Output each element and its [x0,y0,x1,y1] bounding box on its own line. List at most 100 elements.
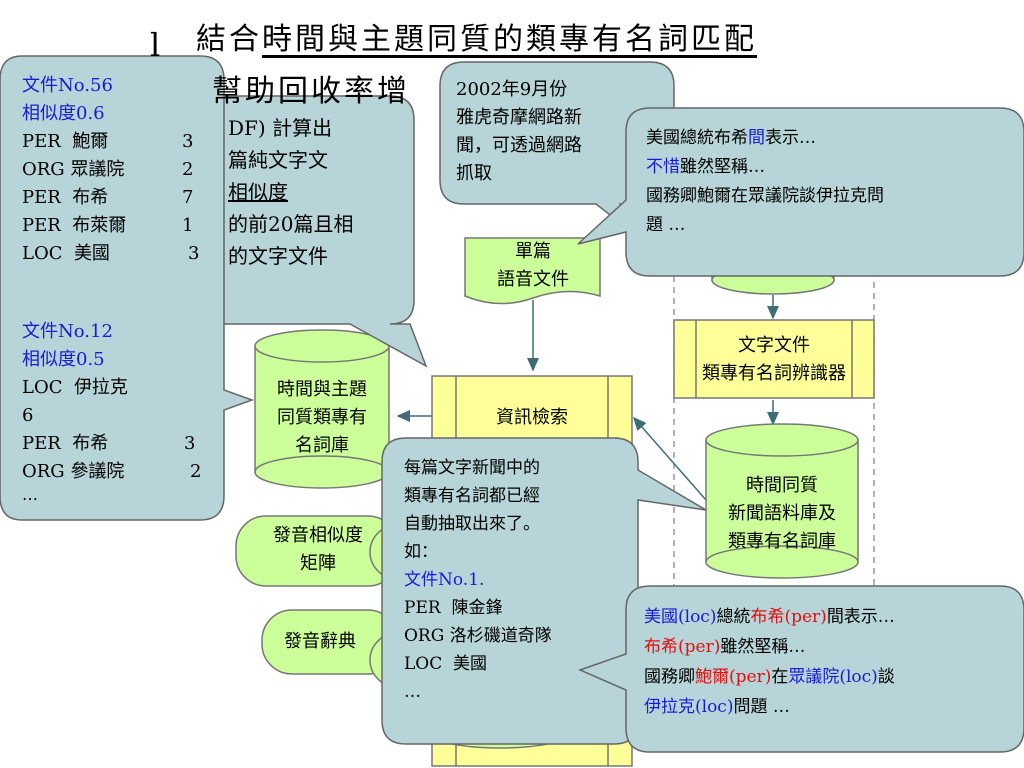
extract-e2-type: ORG [404,626,445,646]
extract-line-2: 類專有名詞都已經 [404,486,540,506]
entity-name: 布萊爾 [72,215,127,236]
doc56-entity-row: PER 布希 [22,184,108,212]
title-bullet: l [150,26,161,64]
tfidf-line-1: DF) 計算出 [228,116,333,140]
tag-l3-e: 眾議院 [788,667,840,687]
yahoo-callout-text: 2002年9月份 雅虎奇摩網路新 聞，可透過網路 抓取 [456,76,582,188]
tfidf-callout-text: DF) 計算出 篇純文字文 相似度 的前20篇且相 的文字文件 [228,112,353,272]
ner-line-2: 類專有名詞辨識器 [702,363,846,384]
extract-e3-name: 美國 [453,654,488,674]
extract-e1-name: 陳金鋒 [451,598,503,618]
doc56-entity-row: PER 鮑爾 [22,128,108,156]
speech-callout-text: 美國總統布希間表示… 不惜雖然堅稱… 國務卿鮑爾在眾議院談伊拉克問 題 … [646,124,884,240]
topic-db-line-3: 名詞庫 [295,435,349,456]
title-underlined: 時間與主題同質的類專有名詞匹配 [262,22,757,57]
doc12-similarity: 相似度0.5 [22,349,105,370]
tag-l1-b: (loc) [678,607,717,627]
doc56-entity-row: PER 布萊爾 [22,212,126,240]
tag-l3-c: (per) [729,667,772,687]
speech-doc-line-1: 單篇 [515,241,551,262]
tag-l2-b: (per) [678,637,721,657]
doc56-similarity: 相似度0.6 [22,103,105,124]
callout-tagged-shape [577,585,1024,753]
speech-l3: 國務卿鮑爾在眾議院談伊拉克問 [646,186,884,206]
tag-l1-d: 布希 [750,607,785,627]
extract-e1-type: PER [404,598,441,618]
speech-l2-b: 雖然堅稱… [680,157,765,177]
doc12-e1-type: LOC [22,377,63,398]
extract-ellipsis: … [404,682,421,702]
topic-db-line-1: 時間與主題 [277,379,367,400]
doc12-e1-name: 伊拉克 [73,377,128,398]
entity-name: 美國 [73,243,110,264]
doc12-e3-type: ORG [22,461,65,482]
left-callout-text: 文件No.56 相似度0.6 [22,72,113,128]
tagged-callout-text: 美國(loc)總統布希(per)間表示… 布希(per)雖然堅稱… 國務卿鮑爾(… [644,602,895,722]
entity-type: PER [22,187,61,208]
speech-l2-a: 不惜 [646,157,680,177]
tag-l3-f: (loc) [839,667,878,687]
tag-l4-a: 伊拉克 [644,697,695,717]
matrix-line-2: 矩陣 [300,553,336,574]
tag-l1-f: 間表示… [826,607,895,627]
tag-l3-b: 鮑爾 [695,667,729,687]
tag-l3-a: 國務卿 [644,667,695,687]
tag-l2-a: 布希 [644,637,678,657]
topic-db-label: 時間與主題 同質類專有 名詞庫 [255,376,389,460]
tag-l1-a: 美國 [644,607,678,627]
left-ellipsis: … [22,485,38,504]
title-plain: 結合 [196,22,262,57]
page-title: 結合時間與主題同質的類專有名詞匹配 [196,14,757,58]
news-corpus-shape [705,423,859,579]
speech-l4: 題 … [646,215,686,235]
arrow-corpus-to-ir [633,416,707,501]
doc56-entity-row: LOC 美國 [22,240,110,268]
tfidf-line-2: 篇純文字文 [228,148,328,172]
tfidf-line-4: 的前20篇且相 [228,212,354,236]
doc12-header: 文件No.12 相似度0.5 [22,318,113,374]
doc12-entity-org: ORG 參議院 [22,458,124,486]
doc12-entity-loc: LOC 伊拉克 6 [22,374,128,430]
doc12-e3-name: 參議院 [70,461,125,482]
tfidf-line-3: 相似度 [228,180,288,204]
entity-type: PER [22,131,61,152]
ner-process-shape [673,319,875,399]
entity-name: 鮑爾 [72,131,109,152]
phonetic-dict-label: 發音辭典 [284,631,356,652]
entity-type: LOC [22,243,63,264]
doc12-e2-count: 3 [184,433,196,454]
extract-line-4: 如： [404,542,438,562]
doc56-entity-row: ORG 眾議院 [22,156,124,184]
callout-speech-shape [577,107,1024,277]
speech-doc-line-2: 語音文件 [497,269,569,290]
entity-count: 7 [182,187,194,208]
speech-doc-shape [464,237,601,305]
doc12-e1-count: 6 [22,405,34,426]
topic-db-line-2: 同質類專有 [277,407,367,428]
doc12-entity-per: PER 布希 [22,430,108,458]
text-ner-label: 文字文件 類專有名詞辨識器 [674,332,874,388]
extract-e3-type: LOC [404,654,443,674]
tag-l1-e: (per) [784,607,827,627]
yahoo-line-4: 抓取 [456,163,492,184]
tag-l3-d: 在 [771,667,789,687]
corpus-line-2: 新聞語料庫及 [728,503,836,524]
extract-line-1: 每篇文字新聞中的 [404,458,540,478]
yahoo-line-2: 雅虎奇摩網路新 [456,107,582,128]
entity-count: 3 [182,131,194,152]
extract-doc-id: 文件No.1. [404,570,485,590]
info-retrieval-label: 資訊檢索 [496,407,568,428]
speech-l1-a: 美國總統布希 [646,128,748,148]
callout-tfidf-shape [195,95,428,368]
extract-e2-name: 洛杉磯道奇隊 [449,626,552,646]
entity-name: 布希 [72,187,109,208]
extract-callout-text: 每篇文字新聞中的 類專有名詞都已經 自動抽取出來了。 如： 文件No.1. PE… [404,454,552,706]
callout-left-shape [0,55,255,521]
entity-count: 1 [182,215,194,236]
doc12-id: 文件No.12 [22,321,113,342]
yahoo-line-3: 聞，可透過網路 [456,135,582,156]
single-speech-doc-label: 單篇 語音文件 [470,238,596,294]
entity-name: 眾議院 [70,159,125,180]
